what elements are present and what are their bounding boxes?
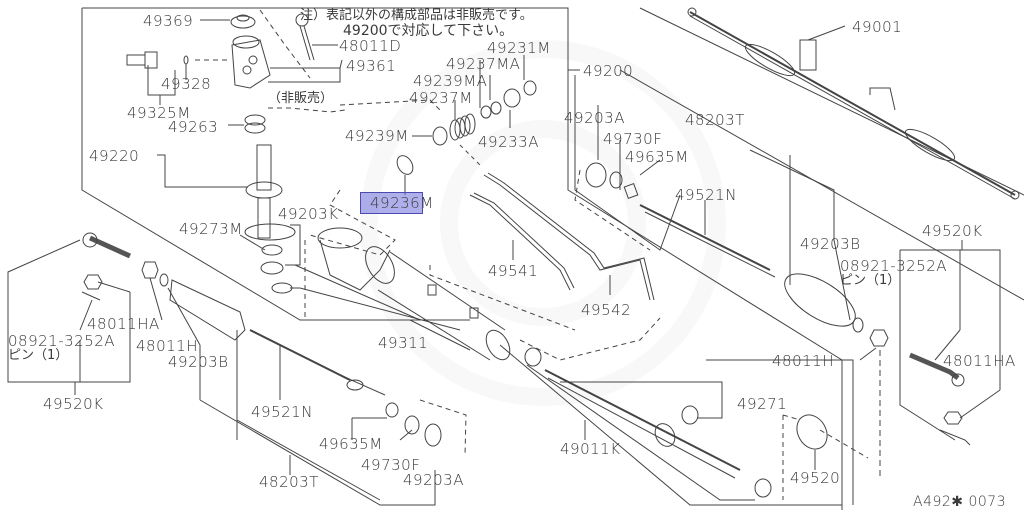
part-label-49263[interactable]: 49263 [168, 118, 219, 136]
highlight-49236M [360, 192, 423, 214]
part-label-49203B-right[interactable]: 49203B [800, 235, 861, 253]
part-label-48011H-left[interactable]: 48011H [136, 337, 198, 355]
part-label-49200[interactable]: 49200 [583, 62, 634, 80]
not-sold-label: （非販売） [268, 91, 334, 106]
part-label-49542[interactable]: 49542 [581, 301, 632, 319]
part-label-49203A-right[interactable]: 49203A [564, 109, 625, 127]
pin-qty-left: ピン（1） [8, 348, 69, 363]
part-label-08921-3252A-right[interactable]: 08921-3252A [840, 257, 948, 275]
rack-assembly-icon [687, 7, 1020, 200]
part-label-49730F-right[interactable]: 49730F [603, 130, 663, 148]
part-label-48011HA-left[interactable]: 48011HA [87, 315, 160, 333]
part-label-49520K-left[interactable]: 49520K [43, 395, 104, 413]
part-label-49361[interactable]: 49361 [346, 57, 397, 75]
part-label-49233A[interactable]: 49233A [478, 133, 539, 151]
part-label-49239M[interactable]: 49239M [345, 127, 409, 145]
part-label-49521N-left[interactable]: 49521N [251, 403, 313, 421]
part-label-49239MA[interactable]: 49239MA [413, 72, 488, 90]
part-label-48203T-right[interactable]: 48203T [685, 111, 745, 129]
part-label-49520K-right[interactable]: 49520K [922, 222, 983, 240]
part-label-48011HA-right[interactable]: 48011HA [943, 352, 1016, 370]
part-label-49730F-left[interactable]: 49730F [361, 456, 421, 474]
part-label-49325M[interactable]: 49325M [127, 104, 191, 122]
part-label-49273M[interactable]: 49273M [179, 220, 243, 238]
part-label-49271[interactable]: 49271 [737, 395, 788, 413]
part-label-49635M-left[interactable]: 49635M [319, 435, 383, 453]
part-label-49541[interactable]: 49541 [488, 262, 539, 280]
part-label-49328[interactable]: 49328 [161, 75, 212, 93]
part-label-49203B-left[interactable]: 49203B [168, 353, 229, 371]
figure-code: A492✱ 0073 [913, 494, 1007, 510]
part-label-49203A-left[interactable]: 49203A [403, 471, 464, 489]
part-label-49001[interactable]: 49001 [852, 18, 903, 36]
part-label-49231M[interactable]: 49231M [487, 39, 551, 57]
part-label-49237M[interactable]: 49237M [409, 89, 473, 107]
part-label-49521N-right[interactable]: 49521N [675, 186, 737, 204]
part-label-49203K[interactable]: 49203K [278, 205, 339, 223]
part-label-49520[interactable]: 49520 [790, 469, 841, 487]
part-label-48011D[interactable]: 48011D [339, 37, 402, 55]
gear-housing-icon [317, 227, 511, 361]
part-label-49237MA[interactable]: 49237MA [446, 55, 521, 73]
note-line-1: 注）表記以外の構成部品は非販売です。 [300, 8, 533, 23]
note-line-2: 49200で対応して下さい。 [343, 23, 514, 39]
rack-bar-icon [544, 369, 741, 479]
part-label-48203T-left[interactable]: 48203T [259, 473, 319, 491]
pin-qty-right: ピン（1） [840, 273, 901, 288]
part-label-49635M-right[interactable]: 49635M [625, 148, 689, 166]
part-label-49311[interactable]: 49311 [378, 334, 429, 352]
part-label-48011H-right[interactable]: 48011H [772, 352, 834, 370]
part-label-08921-3252A-left[interactable]: 08921-3252A [8, 332, 116, 350]
part-label-49220[interactable]: 49220 [89, 147, 140, 165]
part-label-49011K[interactable]: 49011K [560, 440, 621, 458]
part-label-49369[interactable]: 49369 [143, 12, 194, 30]
part-label-49236M[interactable]: 49236M [370, 194, 434, 212]
